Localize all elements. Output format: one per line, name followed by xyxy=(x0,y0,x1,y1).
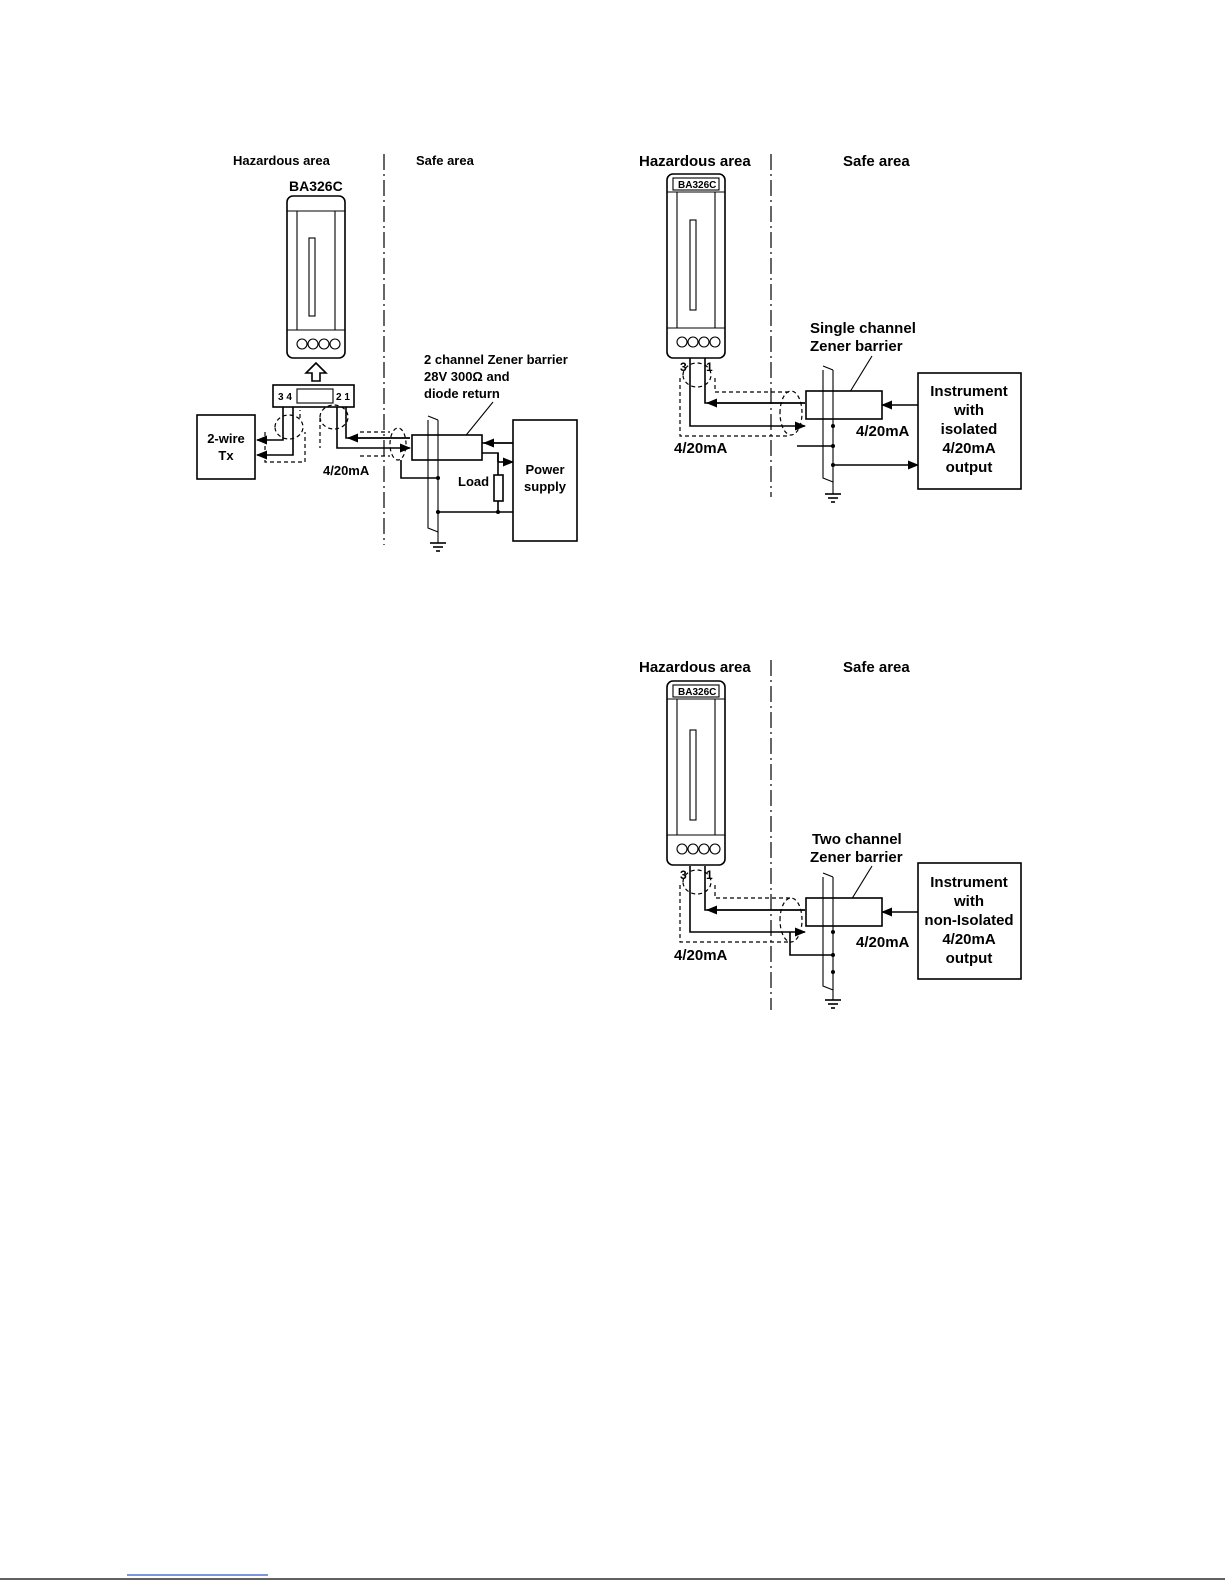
d2-terminal-1: 1 xyxy=(706,360,713,374)
d2-safe-area-label: Safe area xyxy=(843,153,910,170)
diagram-3: Hazardous area Safe area BA326C 3 1 4/20… xyxy=(639,659,1022,1010)
d1-power-line2: supply xyxy=(524,479,567,494)
d1-power-supply-box xyxy=(512,419,578,542)
d1-barrier-line2: 28V 300Ω and xyxy=(424,369,510,384)
d1-barrier-line1: 2 channel Zener barrier xyxy=(424,352,568,367)
d2-source-line1: Instrument xyxy=(930,383,1008,400)
d1-load-label: Load xyxy=(458,474,489,489)
d1-barrier-line3: diode return xyxy=(424,386,500,401)
d1-hazardous-area-label: Hazardous area xyxy=(233,153,331,168)
d3-instrument-drawing xyxy=(666,680,726,866)
d3-source-line3: non-Isolated xyxy=(924,912,1013,929)
d2-source-line4: 4/20mA xyxy=(942,440,996,457)
diagram-2: Hazardous area Safe area BA326C 3 1 4/20… xyxy=(639,153,1022,503)
d1-terminal-block xyxy=(272,384,355,408)
d3-terminal-3: 3 xyxy=(680,868,687,882)
d3-source-line1: Instrument xyxy=(930,874,1008,891)
d3-current-left: 4/20mA xyxy=(674,947,728,964)
d1-terminals-34: 3 4 xyxy=(278,392,292,403)
d2-source-line3: isolated xyxy=(941,421,998,438)
d1-transmitter-line2: Tx xyxy=(218,448,234,463)
d2-instrument-label: BA326C xyxy=(678,180,716,191)
d1-current-label: 4/20mA xyxy=(323,463,370,478)
diagram-1: Hazardous area Safe area BA326C 3 4 2 1 … xyxy=(196,153,578,552)
d3-source-line2: with xyxy=(953,893,984,910)
d2-barrier-box xyxy=(805,390,883,420)
d1-load-resistor xyxy=(493,474,504,502)
d3-current-right: 4/20mA xyxy=(856,934,910,951)
d1-terminals-21: 2 1 xyxy=(336,392,350,403)
d2-source-line5: output xyxy=(946,459,993,476)
d3-barrier-line1: Two channel xyxy=(812,831,902,848)
d1-power-line1: Power xyxy=(525,462,564,477)
d3-source-line4: 4/20mA xyxy=(942,931,996,948)
d3-hazardous-area-label: Hazardous area xyxy=(639,659,751,676)
d3-barrier-box xyxy=(805,897,883,927)
d3-safe-area-label: Safe area xyxy=(843,659,910,676)
d2-current-left: 4/20mA xyxy=(674,440,728,457)
d3-barrier-line2: Zener barrier xyxy=(810,849,903,866)
d1-safe-area-label: Safe area xyxy=(416,153,475,168)
d2-barrier-line1: Single channel xyxy=(810,320,916,337)
d1-instrument-label: BA326C xyxy=(289,178,343,194)
d2-current-right: 4/20mA xyxy=(856,423,910,440)
d1-instrument-drawing xyxy=(286,195,346,359)
d2-barrier-line2: Zener barrier xyxy=(810,338,903,355)
d2-hazardous-area-label: Hazardous area xyxy=(639,153,751,170)
d3-instrument-label: BA326C xyxy=(678,687,716,698)
d3-terminal-1: 1 xyxy=(706,868,713,882)
d3-source-instrument-box xyxy=(917,862,1022,980)
d1-transmitter-box xyxy=(196,414,256,480)
d3-source-line5: output xyxy=(946,950,993,967)
d1-mount-arrow-icon xyxy=(304,361,328,382)
d2-source-line2: with xyxy=(953,402,984,419)
d1-transmitter-line1: 2-wire xyxy=(207,431,245,446)
d2-terminal-3: 3 xyxy=(680,360,687,374)
d2-instrument-drawing xyxy=(666,173,726,359)
d1-barrier-box xyxy=(411,434,483,461)
d2-source-instrument-box xyxy=(917,372,1022,490)
